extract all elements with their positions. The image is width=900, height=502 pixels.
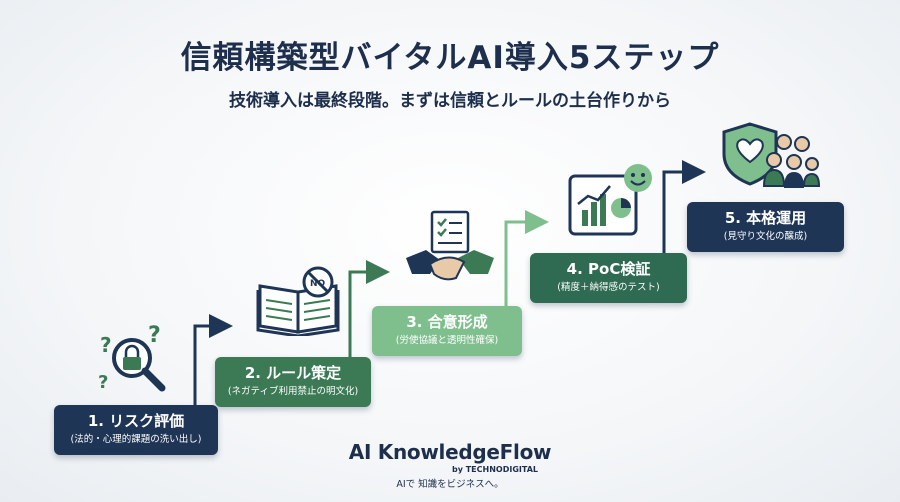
step-2-rule-setting: 2. ルール策定 (ネガティブ利用禁止の明文化) (215, 357, 371, 407)
step-1-risk-assessment: 1. リスク評価 (法的・心理的課題の洗い出し) (54, 405, 218, 455)
padlock-magnifier-icon: ? ? ? (98, 323, 166, 393)
handshake-icon (406, 210, 494, 281)
rulebook-icon: NO (256, 266, 340, 336)
brand-logo: AI KnowledgeFlow by TECHNODIGITAL AIで 知識… (340, 440, 560, 490)
svg-text:?: ? (100, 333, 112, 357)
step-description: (法的・心理的課題の洗い出し) (70, 434, 202, 445)
step-description: (労使協議と透明性確保) (395, 335, 499, 346)
page-subtitle: 技術導入は最終段階。まずは信頼とルールの土台作りから (229, 91, 671, 111)
tablet-chart-icon (568, 164, 652, 236)
step-label: 2. ルール策定 (244, 364, 342, 382)
step-label: 3. 合意形成 (406, 313, 488, 331)
step-3-consensus: 3. 合意形成 (労使協議と透明性確保) (372, 306, 522, 356)
shield-team-icon (722, 122, 820, 188)
step-5-full-operation: 5. 本格運用 (見守り文化の醸成) (687, 202, 844, 252)
step-label: 4. PoC検証 (566, 260, 651, 278)
step-description: (ネガティブ利用禁止の明文化) (227, 386, 359, 397)
connector-4-5 (662, 160, 706, 253)
step-4-poc: 4. PoC検証 (精度＋納得感のテスト) (530, 253, 687, 303)
step-description: (見守り文化の醸成) (723, 231, 808, 242)
svg-text:?: ? (98, 372, 108, 393)
connector-1-2 (193, 314, 233, 405)
svg-text:NO: NO (310, 279, 326, 289)
step-label: 1. リスク評価 (87, 412, 185, 430)
brand-name: AI KnowledgeFlow (348, 440, 552, 464)
svg-text:?: ? (148, 323, 161, 348)
brand-byline: by TECHNODIGITAL (452, 465, 538, 474)
page-title: 信頼構築型バイタルAI導入5ステップ (180, 40, 720, 76)
connector-2-3 (348, 260, 390, 357)
step-label: 5. 本格運用 (724, 209, 807, 227)
step-description: (精度＋納得感のテスト) (557, 282, 660, 293)
brand-tagline: AIで 知識をビジネスへ。 (396, 479, 504, 490)
connector-3-4 (504, 210, 549, 306)
